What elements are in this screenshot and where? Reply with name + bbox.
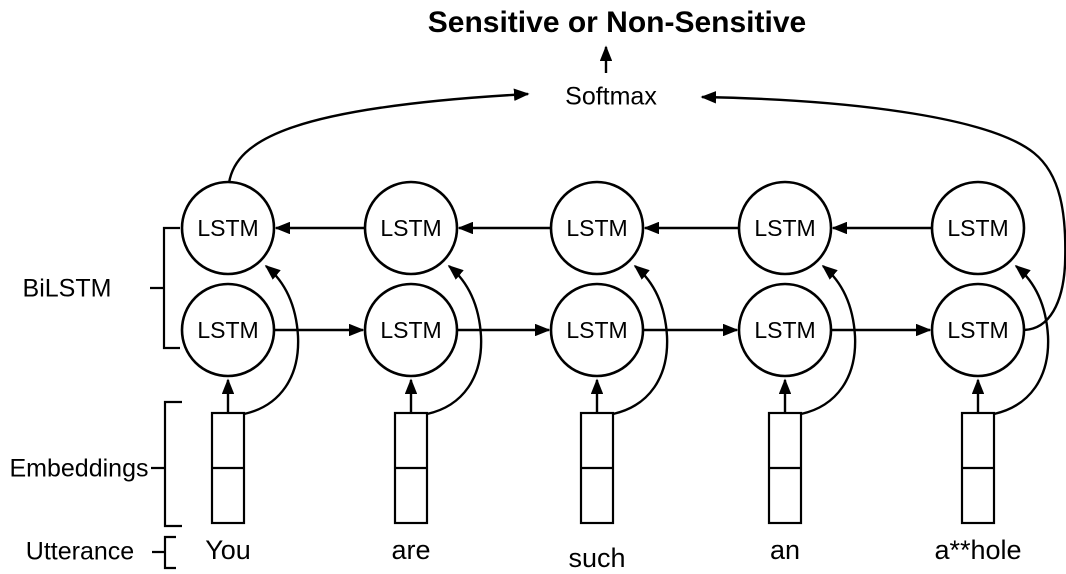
forward-lstm-label-1: LSTM (197, 317, 258, 343)
column-4: LSTM LSTM an (737, 180, 857, 565)
backward-lstm-label-4: LSTM (754, 215, 815, 241)
embedding-to-backward-arrow-2 (426, 265, 483, 416)
utterance-row-label: Utterance (26, 538, 134, 566)
backward-lstm-node-4 (737, 180, 833, 276)
forward-lstm-node-4 (737, 282, 833, 378)
utterance-word-1: You (205, 535, 251, 565)
backward-lstm-node-2 (363, 180, 459, 276)
forward-lstm-to-softmax-arrow (700, 91, 1066, 332)
backward-lstm-node-5 (930, 180, 1026, 276)
utterance-brace (152, 535, 176, 570)
backward-lstm-label-5: LSTM (947, 215, 1008, 241)
forward-lstm-node-2 (363, 282, 459, 378)
utterance-word-5: a**hole (934, 535, 1021, 565)
column-3: LSTM LSTM such (549, 180, 669, 573)
bilstm-row-label: BiLSTM (23, 275, 112, 303)
utterance-word-4: an (770, 535, 800, 565)
forward-lstm-node-1 (180, 282, 276, 378)
embedding-to-backward-arrow-4 (800, 265, 857, 416)
forward-lstm-node-3 (549, 282, 645, 378)
classification-output-label: Sensitive or Non-Sensitive (428, 6, 806, 39)
embeddings-brace (151, 400, 182, 528)
column-2: LSTM LSTM are (363, 180, 483, 565)
forward-lstm-label-5: LSTM (947, 317, 1008, 343)
forward-lstm-label-4: LSTM (754, 317, 815, 343)
backward-lstm-label-1: LSTM (197, 215, 258, 241)
embeddings-row-label: Embeddings (10, 455, 149, 483)
column-1: LSTM LSTM You (180, 180, 300, 565)
utterance-word-3: such (568, 543, 625, 573)
bilstm-brace (150, 226, 180, 350)
column-5: LSTM LSTM a**hole (930, 180, 1050, 565)
forward-lstm-label-3: LSTM (566, 317, 627, 343)
backward-lstm-label-3: LSTM (566, 215, 627, 241)
utterance-word-2: are (391, 535, 430, 565)
backward-lstm-label-2: LSTM (380, 215, 441, 241)
backward-lstm-node-1 (180, 180, 276, 276)
embedding-to-backward-arrow-5 (993, 265, 1050, 416)
embedding-to-backward-arrow-1 (243, 265, 300, 416)
backward-lstm-node-3 (549, 180, 645, 276)
softmax-label: Softmax (565, 83, 657, 111)
embedding-to-backward-arrow-3 (612, 265, 669, 416)
forward-lstm-node-5 (930, 282, 1026, 378)
backward-lstm-to-softmax-arrow (227, 88, 530, 184)
forward-lstm-label-2: LSTM (380, 317, 441, 343)
